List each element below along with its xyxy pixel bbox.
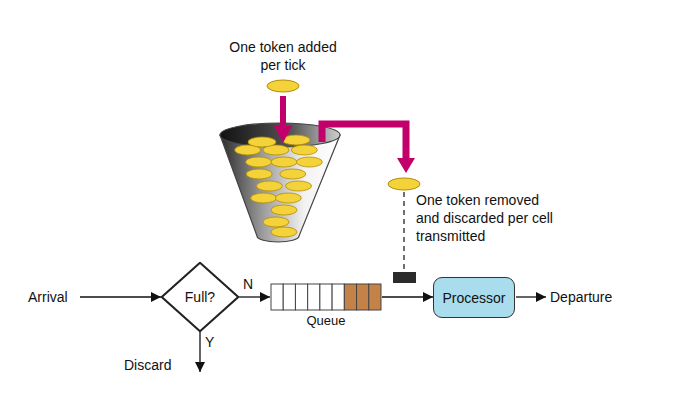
node-label: Full? — [185, 289, 215, 305]
bucket-tokens — [235, 135, 323, 237]
token — [248, 137, 276, 147]
dashed-link — [403, 192, 404, 271]
queue-cell — [271, 284, 283, 310]
branch-label: Y — [205, 333, 219, 351]
discard-arrow — [199, 332, 200, 372]
token — [271, 227, 297, 237]
token — [271, 205, 297, 215]
token — [388, 178, 420, 190]
token — [267, 80, 299, 92]
add-arrow — [280, 96, 286, 128]
process-box: Processor — [433, 277, 515, 318]
queue-cell — [369, 284, 381, 310]
token — [256, 181, 282, 191]
token-remove-note: One token removed and discarded per cell… — [416, 191, 566, 245]
queue-cell — [283, 284, 295, 310]
token — [291, 145, 317, 155]
token — [246, 157, 272, 167]
queue-cell — [344, 284, 356, 310]
token — [263, 217, 289, 227]
token — [246, 169, 272, 179]
queue-cell — [308, 284, 320, 310]
departure-arrow — [516, 296, 546, 297]
gate-block — [393, 272, 416, 283]
token-add-note: One token added per tick — [226, 38, 340, 74]
token — [286, 181, 312, 191]
remove-arrow-head — [397, 158, 415, 173]
queue-label: Queue — [270, 313, 382, 328]
flow-arrow — [382, 296, 433, 297]
arrival-arrow — [80, 296, 161, 297]
add-arrow-head — [274, 126, 292, 143]
queue-cell — [295, 284, 307, 310]
flow-terminal: Arrival — [28, 288, 82, 306]
token — [271, 157, 297, 167]
token — [275, 193, 301, 203]
token — [296, 157, 322, 167]
flow-arrow — [239, 296, 270, 297]
diamond-shape — [162, 263, 238, 332]
queue-cells — [270, 283, 382, 311]
queue-cell — [320, 284, 332, 310]
queue-cell — [332, 284, 344, 310]
queue-buffer: Queue — [270, 283, 382, 328]
flow-terminal: Departure — [550, 288, 650, 306]
branch-label: N — [243, 275, 253, 293]
flow-terminal: Discard — [124, 356, 194, 374]
queue-cell — [357, 284, 369, 310]
decision-diamond: Full? — [161, 262, 239, 332]
node-label: Processor — [442, 290, 505, 306]
token — [251, 193, 277, 203]
token — [280, 169, 306, 179]
remove-pipe — [322, 124, 406, 160]
bucket-body — [220, 135, 340, 242]
